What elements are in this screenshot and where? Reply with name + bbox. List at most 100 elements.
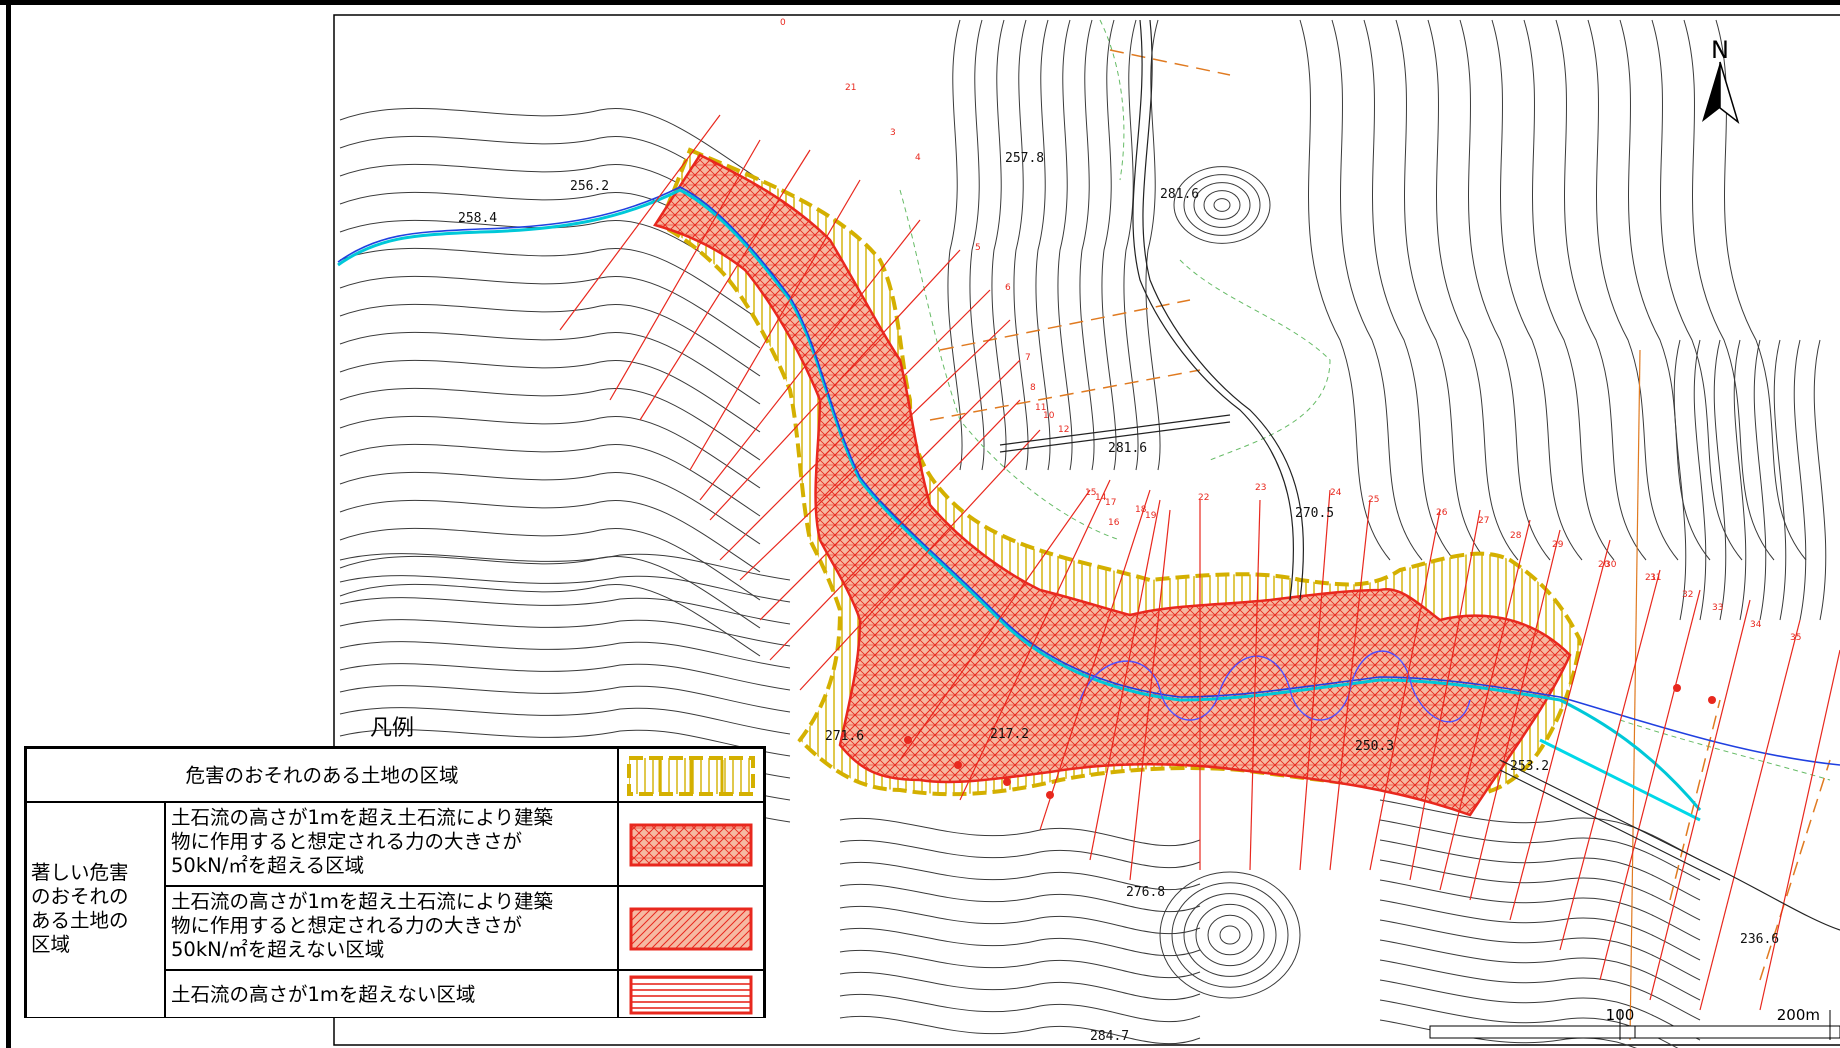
severe-over-50kn-symbol-icon — [629, 823, 753, 867]
legend-row-line: 50kN/㎡を超えない区域 — [171, 938, 385, 961]
elevation-label: 281.6 — [1160, 187, 1199, 202]
contour-line — [839, 927, 1201, 957]
contour-line — [1193, 182, 1251, 228]
section-number: 34 — [1750, 620, 1762, 630]
severe-under-50kn-symbol-icon — [629, 907, 753, 951]
contour-line — [969, 19, 985, 471]
contour-line — [1101, 19, 1117, 471]
contour-line — [1693, 339, 1707, 621]
contour-line — [1331, 19, 1423, 561]
elevation-label: 256.2 — [570, 179, 609, 194]
section-line — [1089, 499, 1161, 861]
contour-line — [339, 575, 791, 603]
contour-line — [1219, 925, 1241, 945]
contour-line — [339, 641, 791, 669]
contour-line — [1013, 19, 1029, 471]
contour-line — [1213, 198, 1231, 212]
section-number: 19 — [1145, 511, 1157, 521]
elevation-label: 253.2 — [1510, 759, 1549, 774]
contour-line — [1459, 19, 1551, 561]
section-number: 23 — [1255, 483, 1266, 493]
legend-row-under-1m: 土石流の高さが1mを超えない区域 — [165, 970, 618, 1018]
section-line — [1409, 509, 1481, 881]
contour-line — [1183, 893, 1277, 977]
contour-line — [839, 1015, 1201, 1045]
contour-line — [1555, 19, 1647, 561]
section-line — [1299, 489, 1331, 871]
elevation-label: 236.6 — [1740, 932, 1779, 947]
section-number: 26 — [1436, 508, 1448, 518]
contour-line — [1379, 999, 1679, 1048]
section-line — [799, 429, 1041, 691]
contour-line — [1523, 19, 1615, 561]
section-line — [639, 149, 811, 421]
legend-symbol-cell-danger — [618, 748, 764, 802]
contour-line — [1587, 19, 1679, 561]
contour-line — [1379, 859, 1701, 921]
section-number: 24 — [1330, 488, 1342, 498]
elevation-labels: 256.2 258.4 257.8 281.6 281.6 270.5 271.… — [458, 151, 1779, 1044]
contour-line — [1079, 19, 1095, 471]
section-number: 5 — [975, 243, 981, 253]
contour-line — [1427, 19, 1519, 561]
legend-title: 凡例 — [370, 716, 415, 741]
contour-line — [339, 247, 761, 321]
contour-line — [339, 685, 791, 713]
section-line — [1039, 489, 1151, 831]
legend-row-line: 物に作用すると想定される力の大きさが — [171, 914, 523, 937]
section-line — [1509, 539, 1611, 921]
legend-group-line: のおそれの — [31, 885, 129, 908]
contour-line — [1173, 166, 1271, 244]
legend-group-line: 著しい危害 — [31, 861, 129, 884]
contour-line — [839, 905, 1201, 935]
contour-line — [1057, 19, 1073, 471]
red-markers — [904, 684, 1716, 799]
section-line — [899, 489, 1091, 761]
contour-line — [1379, 939, 1701, 1001]
orange-dashed-lines — [929, 49, 1831, 981]
contour-line — [1773, 339, 1787, 621]
contour-line — [1733, 339, 1747, 621]
contour-line — [1379, 839, 1701, 901]
under-1m-symbol-icon — [629, 975, 753, 1015]
elevation-label: 250.3 — [1355, 739, 1394, 754]
contour-line — [1035, 19, 1051, 471]
section-line — [1469, 529, 1561, 901]
contour-line — [1793, 339, 1807, 621]
elevation-label: 281.6 — [1108, 441, 1147, 456]
section-line — [1439, 519, 1531, 891]
contour-line — [339, 583, 761, 657]
contour-line — [1195, 903, 1265, 967]
map-frame — [6, 0, 1840, 1048]
section-number: 3 — [890, 128, 896, 138]
section-number: 8 — [1030, 383, 1036, 393]
contour-line — [1363, 19, 1455, 561]
legend-row-line: 50kN/㎡を超える区域 — [171, 854, 365, 877]
section-number: 18 — [1135, 505, 1147, 515]
contour-line — [1203, 190, 1241, 220]
stream-cyan-east — [1539, 738, 1701, 822]
contour-line — [339, 499, 761, 573]
map-inner-border — [333, 14, 1840, 1046]
contour-line — [339, 331, 761, 405]
legend-group-line: ある土地の — [31, 909, 129, 932]
section-line — [689, 179, 861, 471]
contour-line — [1299, 19, 1391, 561]
contour-line — [839, 971, 1201, 1001]
danger-zone-symbol-icon — [627, 756, 755, 796]
contour-line — [1379, 819, 1701, 881]
road-lines — [999, 19, 1840, 931]
section-number: 20 — [1598, 560, 1610, 570]
section-number: 6 — [1005, 283, 1011, 293]
contour-line — [1183, 174, 1261, 236]
section-number: 21 — [845, 83, 856, 93]
contour-line — [339, 663, 791, 691]
legend-row-over-50kn: 土石流の高さが1mを超え土石流により建築 物に作用すると想定される力の大きさが … — [165, 802, 618, 886]
legend-row-danger: 危害のおそれのある土地の区域 — [26, 748, 618, 802]
contour-line — [1379, 799, 1701, 861]
section-number: 31 — [1650, 573, 1661, 583]
section-number: 30 — [1605, 560, 1617, 570]
contour-line — [1713, 339, 1727, 621]
section-number: 15 — [1085, 488, 1096, 498]
